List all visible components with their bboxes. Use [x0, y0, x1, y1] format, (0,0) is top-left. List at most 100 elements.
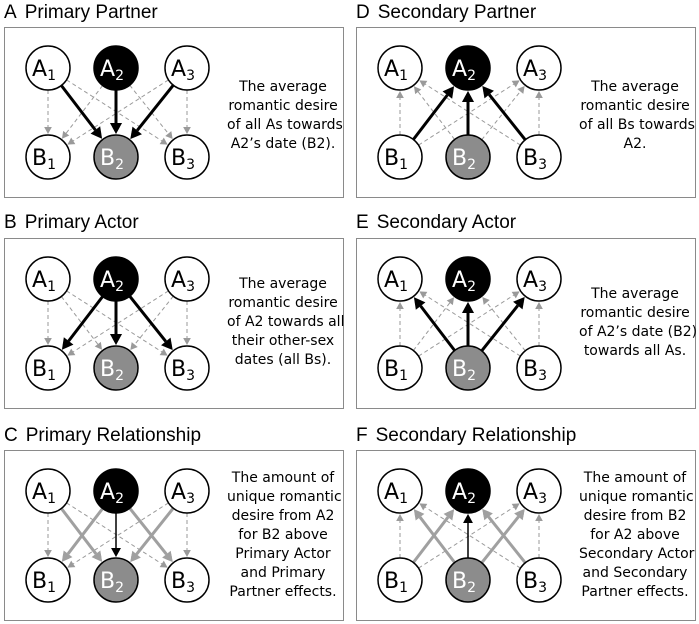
svg-text:B2: B2	[452, 357, 476, 384]
bold-arrow	[461, 302, 475, 346]
node-b1: B1	[25, 134, 71, 180]
description-line: A2’s date (B2).	[230, 136, 336, 152]
dashed-arrow	[130, 295, 174, 351]
dashed-arrow	[419, 291, 521, 357]
svg-text:A3: A3	[171, 57, 195, 84]
description-line: The average	[239, 79, 327, 95]
description-line: of all Bs towards	[579, 117, 695, 133]
dashed-arrow	[66, 79, 168, 145]
description-line: The amount of	[583, 470, 687, 486]
dashed-arrow	[44, 513, 52, 557]
dashed-arrow	[535, 302, 543, 346]
svg-text:A1: A1	[384, 268, 408, 295]
bold-arrow	[480, 296, 525, 352]
description-line: Primary Actor	[235, 546, 331, 562]
description-line: Partner effects.	[229, 584, 337, 600]
dashed-arrow	[183, 90, 191, 134]
description-line: of A2 towards all	[227, 314, 345, 330]
dashed-arrow	[412, 297, 455, 351]
dashed-arrow	[129, 84, 173, 140]
panel-title-text: Primary Partner	[24, 2, 158, 23]
grey-arrow	[128, 507, 173, 563]
svg-text:B1: B1	[384, 146, 408, 173]
node-b1: B1	[377, 345, 423, 391]
svg-text:B3: B3	[523, 357, 547, 384]
dashed-arrow	[396, 91, 404, 135]
description-line: The average	[239, 276, 327, 292]
panel-title-C: C Primary Relationship	[4, 425, 201, 447]
node-a1: A1	[377, 256, 423, 302]
dashed-arrow	[396, 302, 404, 346]
dashed-arrow	[481, 85, 525, 141]
bold-arrow	[461, 91, 475, 135]
node-b2: B2	[93, 134, 139, 180]
dashed-arrow	[67, 79, 169, 145]
description-line: desire from B2	[583, 508, 687, 524]
node-a2: A2	[445, 256, 491, 302]
bold-arrow	[412, 86, 455, 141]
dashed-arrow	[396, 514, 404, 558]
svg-text:A3: A3	[523, 480, 547, 507]
node-a3: A3	[516, 45, 562, 91]
node-a2: A2	[93, 256, 139, 302]
grey-arrow	[413, 509, 456, 564]
dashed-arrow	[44, 301, 52, 345]
description-line: The amount of	[231, 470, 335, 486]
bold-arrow	[109, 301, 123, 345]
bold-arrow	[128, 295, 173, 351]
panel-letter: F	[356, 425, 368, 446]
thin-arrow	[111, 513, 121, 557]
dashed-arrow	[67, 502, 169, 568]
bold-arrow	[61, 295, 104, 350]
svg-text:B1: B1	[32, 569, 56, 596]
svg-text:A1: A1	[384, 480, 408, 507]
dashed-arrow	[418, 80, 520, 146]
grey-arrow	[130, 507, 175, 563]
svg-text:A1: A1	[32, 480, 56, 507]
description-F: The amount of unique romantic desire from …	[579, 469, 694, 602]
description-line: for A2 above	[590, 527, 680, 543]
panel-title-text: Secondary Relationship	[375, 425, 577, 446]
grey-arrow	[412, 509, 455, 564]
description-line: unique romantic	[579, 489, 694, 505]
panel-letter: C	[4, 425, 18, 446]
dashed-arrow	[419, 503, 521, 569]
node-b1: B1	[377, 134, 423, 180]
node-a1: A1	[25, 256, 71, 302]
node-b2: B2	[93, 557, 139, 603]
description-line: Partner effects.	[581, 584, 689, 600]
svg-text:A2: A2	[452, 57, 476, 84]
svg-text:B2: B2	[452, 146, 476, 173]
description-line: dates (all Bs).	[234, 352, 332, 368]
description-line: and Secondary	[582, 565, 688, 581]
grey-arrow	[480, 508, 525, 564]
description-line: romantic desire	[228, 98, 338, 114]
node-a2: A2	[93, 45, 139, 91]
node-a1: A1	[25, 45, 71, 91]
panel-title-text: Primary Relationship	[25, 425, 202, 446]
dashed-arrow	[44, 90, 52, 134]
dashed-arrow	[482, 296, 526, 352]
node-b3: B3	[516, 557, 562, 603]
dashed-arrow	[66, 502, 168, 568]
node-a2: A2	[93, 468, 139, 514]
svg-text:A2: A2	[100, 480, 124, 507]
description-line: their other-sex	[231, 333, 335, 349]
panel-title-text: Secondary Partner	[377, 2, 537, 23]
dashed-arrow	[60, 296, 103, 350]
grey-arrow	[61, 507, 104, 562]
bold-arrow	[109, 90, 123, 134]
node-b2: B2	[93, 345, 139, 391]
svg-text:A1: A1	[384, 57, 408, 84]
dashed-arrow	[66, 290, 168, 356]
